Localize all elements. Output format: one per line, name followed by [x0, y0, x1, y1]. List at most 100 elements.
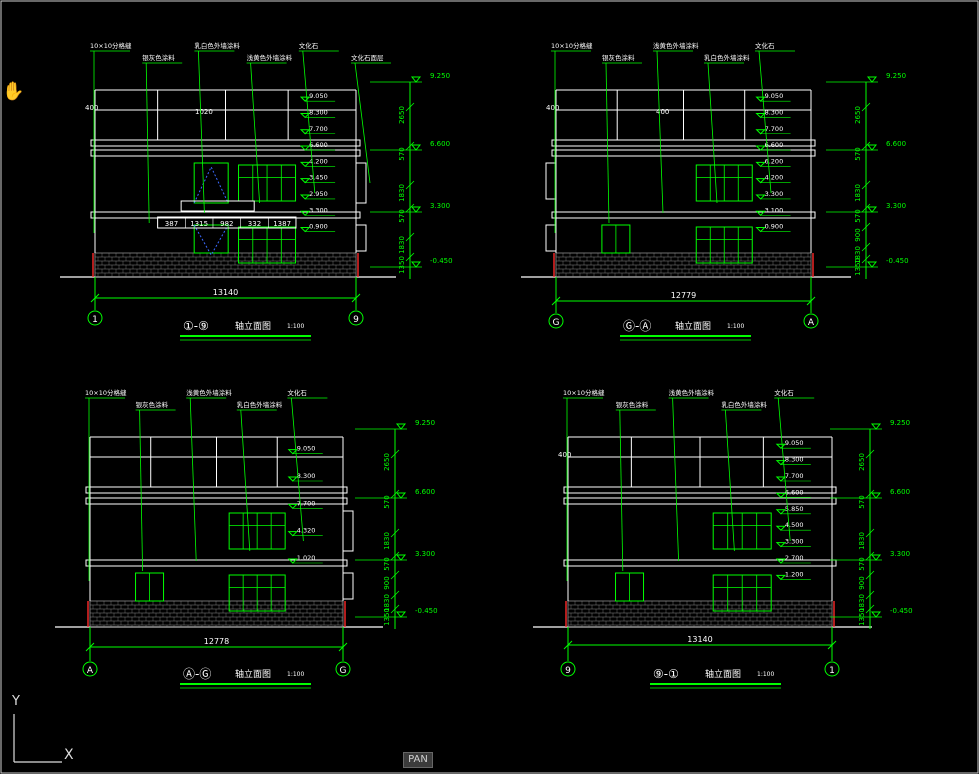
level-marker-icon [410, 206, 422, 213]
dim-tick [405, 102, 415, 112]
material-note: 文化石面层 [351, 53, 384, 62]
inner-level-icon [287, 449, 298, 455]
stone-base-outline [567, 600, 833, 628]
floor-band-1 [551, 149, 816, 157]
side-dim-value: 570 [854, 147, 862, 160]
level-marker-icon [870, 492, 882, 499]
inner-level-value: 9.050 [297, 445, 316, 453]
dim-tick [390, 604, 400, 614]
dim-tick [865, 604, 875, 614]
window-0 [228, 512, 286, 550]
inner-level-icon [775, 525, 787, 531]
level-value: 9.250 [415, 419, 435, 427]
overall-dim-value: 12779 [671, 291, 696, 300]
elevation-title: Ⓖ-Ⓐ [623, 319, 651, 333]
side-dim-value: 1830 [383, 532, 391, 550]
level-value: 6.600 [886, 140, 906, 148]
dim-tick [390, 449, 400, 459]
side-dim-value: 900 [383, 576, 391, 589]
inner-level-icon [299, 161, 311, 168]
material-note: 银灰色涂料 [616, 400, 649, 409]
roof-band [85, 486, 348, 494]
axis-label: A [808, 318, 815, 328]
side-dim-value: 570 [383, 557, 391, 570]
inner-level-icon [775, 558, 787, 564]
inner-level-icon [299, 227, 311, 233]
inner-level-value: 8.300 [765, 108, 784, 116]
inner-level-value: 5.850 [785, 505, 804, 513]
inner-level-icon [775, 476, 787, 482]
note-leader [725, 409, 735, 552]
level-marker-icon [410, 261, 422, 268]
stone-base [94, 252, 357, 278]
inner-level-value: 6.600 [309, 141, 328, 149]
elevation-drawing-eGA: 9.2506.6003.300-0.4502650570183057090018… [521, 41, 909, 341]
dim-tick [806, 296, 816, 306]
elevation-title-suffix: 轴立面图 [235, 320, 271, 332]
material-note: 乳白色外墙涂料 [721, 400, 767, 409]
floor-band-2 [551, 211, 816, 219]
inner-level-value: 4.320 [297, 527, 316, 535]
level-marker-icon [395, 554, 407, 561]
material-note: 文化石 [774, 388, 794, 397]
material-note: 浅黄色外墙涂料 [247, 53, 293, 62]
note-leader [672, 397, 679, 562]
overall-dim-value: 12778 [204, 637, 229, 646]
note-leader [605, 62, 610, 224]
note-leader [250, 62, 260, 204]
level-value: 6.600 [890, 488, 910, 496]
side-ext-lower [545, 224, 557, 252]
side-dim-value: 1350 [398, 256, 406, 274]
axis-bubble-icon [87, 310, 103, 326]
inner-level-value: 1.200 [785, 570, 804, 578]
inner-level-value: 6.200 [765, 157, 784, 165]
window-0 [712, 512, 772, 550]
inner-level-value: 3.300 [785, 538, 804, 546]
dim-tick [390, 489, 400, 499]
level-value: 3.300 [886, 202, 906, 210]
level-marker-icon [395, 611, 407, 618]
inner-level-icon [287, 476, 298, 482]
note-leader [291, 397, 304, 542]
material-note: 乳白色外墙涂料 [704, 53, 750, 62]
inner-level-icon [287, 558, 298, 564]
inner-level-icon [755, 112, 766, 119]
note-leader [758, 50, 772, 194]
axis-label: G [340, 666, 347, 676]
dim-tick [861, 222, 871, 232]
side-ext-lower [355, 224, 367, 252]
inner-level-value: 1.020 [297, 554, 316, 562]
floor-band-1 [85, 497, 348, 505]
elevation-drawing-e19: 9.2506.6003.300-0.4502650570183057018301… [60, 41, 453, 341]
elevation-title-suffix: 轴立面图 [705, 668, 741, 680]
inner-level-icon [775, 574, 787, 581]
side-dim-value: 2650 [398, 106, 406, 124]
material-note: 10×10分格缝 [551, 41, 593, 50]
pan-mode-button[interactable]: PAN [403, 752, 433, 768]
level-value: -0.450 [886, 257, 909, 265]
window-0 [695, 164, 753, 202]
level-marker-icon [870, 554, 882, 561]
side-dim-value: 570 [398, 147, 406, 160]
window-1 [228, 574, 286, 612]
side-dim-value: 570 [858, 495, 866, 508]
dim-tick [405, 141, 415, 151]
level-value: 9.250 [886, 72, 906, 80]
elevation-title: Ⓐ-Ⓖ [183, 667, 211, 681]
dim-tick [861, 141, 871, 151]
side-dim-value: 1350 [383, 608, 391, 626]
inner-level-value: 0.900 [765, 223, 784, 231]
axis-label: 9 [353, 315, 359, 325]
side-dim-value: 1830 [398, 184, 406, 202]
small-dim-value: 400 [546, 104, 559, 112]
material-note: 银灰色涂料 [602, 53, 635, 62]
side-dim-value: 1350 [858, 608, 866, 626]
elevation-drawing-e91: 9.2506.6003.300-0.4502650570183057090018… [533, 388, 913, 689]
side-dim-value: 1830 [854, 184, 862, 202]
inner-level-value: 3.300 [765, 190, 784, 198]
side-dim-value: 1830 [398, 236, 406, 254]
axis-label: 1 [92, 315, 98, 325]
axis-label: G [553, 318, 560, 328]
